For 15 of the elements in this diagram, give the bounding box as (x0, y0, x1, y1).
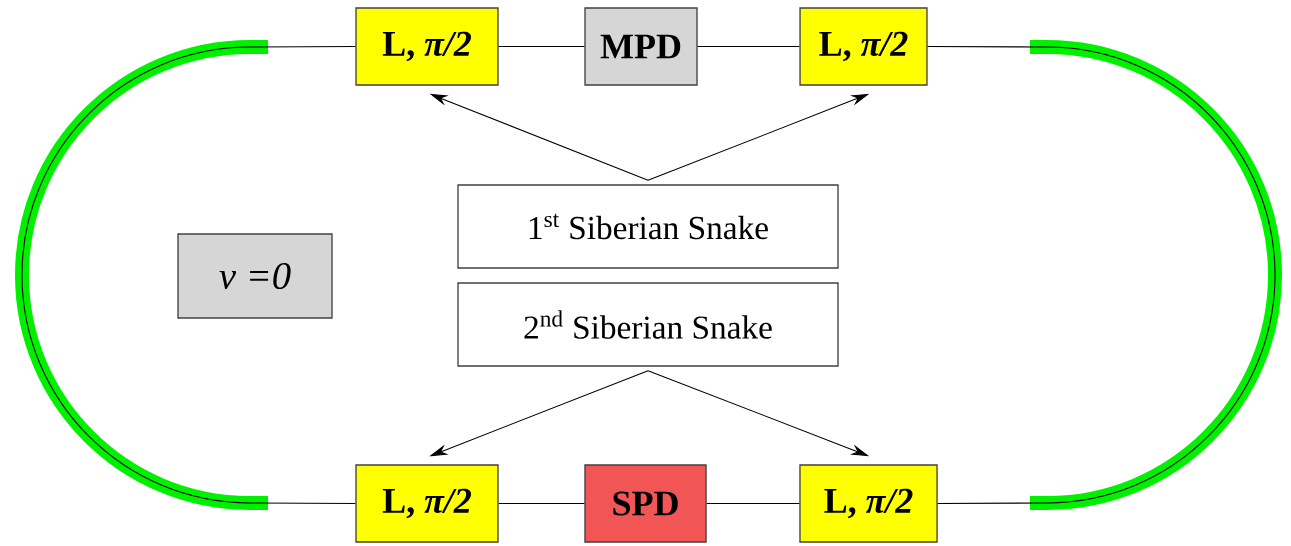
snake-box: 2$^{nd}$ Siberian Snake (457, 282, 839, 367)
connector-line (498, 45, 585, 48)
detector-box: SPD (584, 464, 707, 543)
lens-box: L, π/2 (355, 7, 499, 86)
connector-line (706, 502, 800, 505)
connector-line (498, 502, 585, 505)
lens-box: L, π/2 (355, 464, 499, 543)
lens-box: L, π/2 (799, 464, 938, 543)
detector-box: MPD (584, 7, 698, 86)
snake-box: 1$^{st}$ Siberian Snake (457, 184, 839, 269)
lens-box: L, π/2 (799, 7, 928, 86)
tune-box: ν =0 (177, 233, 333, 319)
connector-line (927, 45, 1276, 505)
connector-line (697, 45, 800, 48)
connector-line (21, 45, 356, 505)
